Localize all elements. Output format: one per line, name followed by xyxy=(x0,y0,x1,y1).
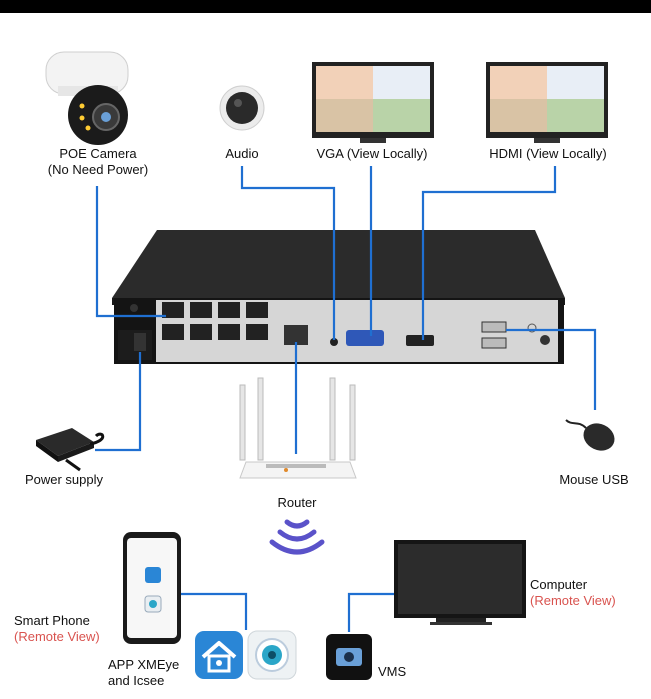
mouse-usb-label: Mouse USB xyxy=(559,472,629,487)
computer-note: (Remote View) xyxy=(530,593,616,608)
vms-icon xyxy=(326,634,372,680)
poe-ports xyxy=(162,302,268,340)
poe-camera-title: POE Camera xyxy=(59,146,137,161)
audio-port xyxy=(330,338,338,346)
nvr-recorder xyxy=(112,230,565,364)
poe-camera-label: POE Camera (No Need Power) xyxy=(30,146,166,178)
vga-port xyxy=(346,330,384,346)
vga-label: VGA (View Locally) xyxy=(316,146,428,161)
usb-port xyxy=(481,321,507,333)
router-icon xyxy=(239,377,357,479)
computer-title: Computer xyxy=(530,577,588,592)
app-title: APP XMEye xyxy=(108,657,180,672)
camera-app-icon xyxy=(247,630,297,680)
computer-label: Computer (Remote View) xyxy=(530,577,640,609)
speaker-icon xyxy=(219,85,265,131)
top-bar xyxy=(0,0,651,13)
dc-port xyxy=(134,333,146,351)
wires xyxy=(95,166,597,632)
power-adapter-icon xyxy=(36,428,105,472)
router-label: Router xyxy=(277,495,317,510)
audio-label: Audio xyxy=(225,146,259,161)
app-note: and Icsee xyxy=(108,673,165,688)
power-supply-label: Power supply xyxy=(24,472,104,487)
computer-monitor-icon xyxy=(394,540,526,625)
hdmi-port xyxy=(406,335,434,346)
smartphone-icon xyxy=(123,532,181,644)
app-label: APP XMEye and Icsee xyxy=(108,657,188,689)
lan-port xyxy=(284,325,308,345)
monitor-icon xyxy=(312,62,434,143)
smart-phone-title: Smart Phone xyxy=(14,613,90,628)
home-app-icon xyxy=(195,631,243,679)
smart-phone-label: Smart Phone (Remote View) xyxy=(14,613,114,645)
usb-port xyxy=(481,337,507,349)
smart-phone-note: (Remote View) xyxy=(14,629,100,644)
mouse-icon xyxy=(565,419,615,451)
poe-camera-note: (No Need Power) xyxy=(47,162,149,177)
ptz-camera-icon xyxy=(45,51,129,145)
wifi-icon xyxy=(269,519,325,555)
vms-label: VMS xyxy=(378,664,407,679)
hdmi-label: HDMI (View Locally) xyxy=(489,146,607,161)
monitor-icon xyxy=(486,62,608,143)
